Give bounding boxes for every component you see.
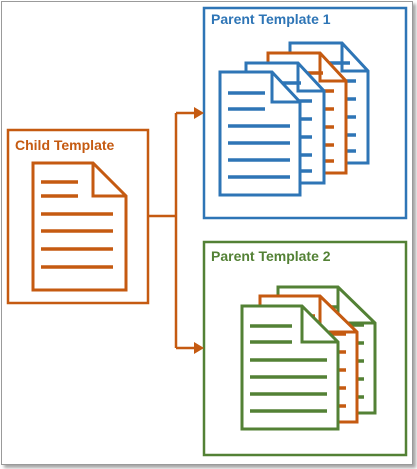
document-icon xyxy=(31,161,128,292)
arrow-right-icon xyxy=(194,342,204,354)
child-template-label: Child Template xyxy=(15,137,115,153)
parent-template-1-label: Parent Template 1 xyxy=(211,11,331,27)
document-stack-parent-2 xyxy=(240,285,377,431)
document-stack-parent-1 xyxy=(218,41,370,197)
document-icon xyxy=(218,70,302,197)
connector-lines xyxy=(148,111,196,350)
parent-template-2-label: Parent Template 2 xyxy=(211,248,331,264)
document-icon xyxy=(240,304,340,431)
arrow-right-icon xyxy=(194,107,204,119)
